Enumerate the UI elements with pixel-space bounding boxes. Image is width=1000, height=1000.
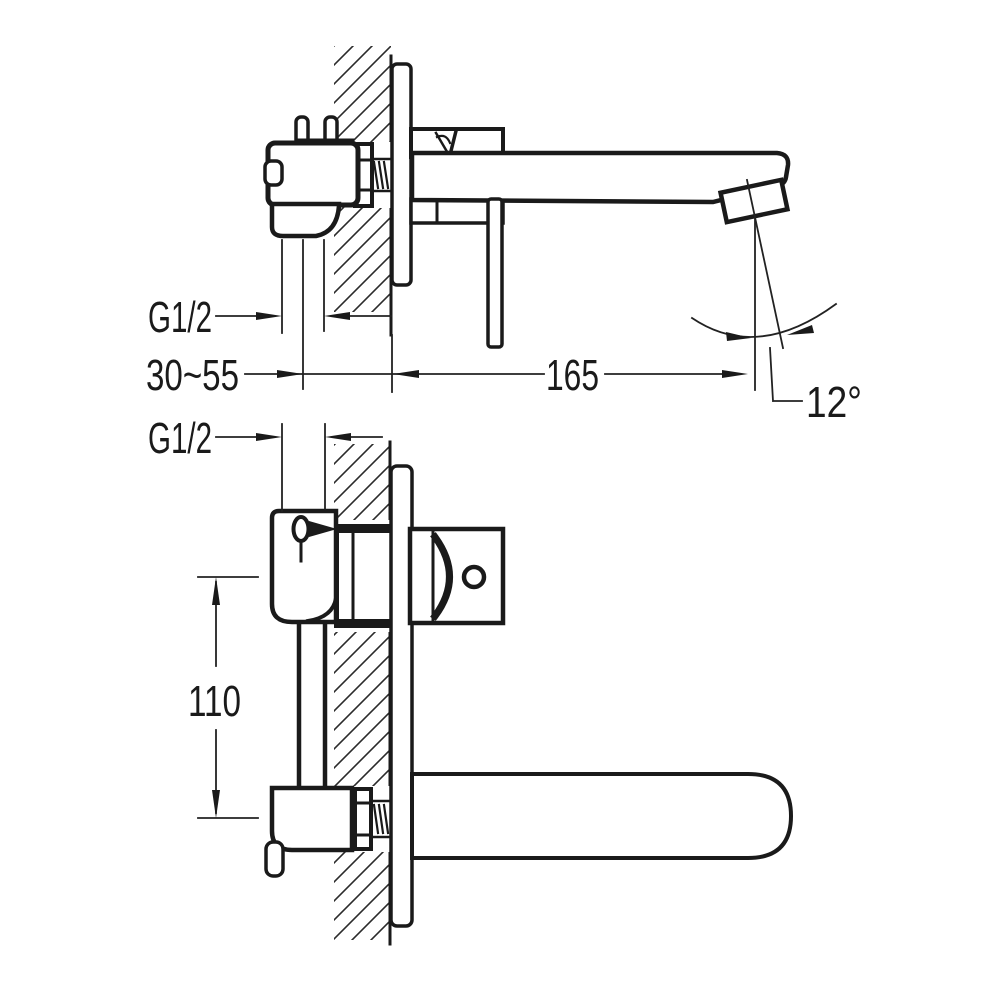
handle-pivot	[291, 515, 311, 543]
mounting-plate-side	[390, 62, 413, 287]
side-view	[215, 46, 838, 402]
arrowhead-icon	[787, 325, 814, 335]
handle-wedge	[309, 521, 337, 537]
handle-lever-side	[486, 197, 504, 349]
dimensions-side-view	[215, 178, 838, 402]
arrowhead-icon	[256, 433, 282, 441]
thread-connection-front	[348, 786, 392, 852]
spout-body-front-lower	[264, 785, 355, 878]
dimensions-front-view	[197, 423, 383, 819]
body-foot-tab	[264, 840, 285, 878]
label-thread-size-front: G1/2	[148, 414, 212, 463]
arrowhead-icon	[393, 370, 419, 378]
thread-hatch-icon	[372, 160, 390, 190]
dimension-ticks	[197, 576, 259, 819]
valve-body-side	[263, 115, 361, 239]
label-thread-size-top: G1/2	[148, 293, 212, 342]
dimension-labels: G1/2 30~55 165 12° G1/2 110	[146, 293, 862, 726]
extension-lines	[281, 423, 326, 512]
cartridge-stem	[334, 520, 391, 632]
aerator-tip	[717, 177, 791, 225]
valve-body-front-upper	[269, 508, 339, 625]
angle-arc	[690, 302, 838, 338]
cartridge-dome	[430, 532, 453, 621]
body-lower-housing	[269, 201, 342, 239]
arrowhead-icon	[212, 790, 220, 818]
cartridge-screw-hole	[461, 564, 487, 590]
front-view	[197, 423, 794, 946]
connecting-pipe	[296, 617, 328, 793]
angle-reference-slant	[745, 178, 785, 350]
arrowhead-icon	[212, 577, 220, 605]
arrowhead-icon	[277, 370, 303, 378]
spout-front	[410, 772, 794, 860]
extension-lines	[281, 239, 325, 390]
label-center-distance: 110	[188, 677, 241, 726]
arrowhead-icon	[325, 433, 351, 441]
arrowhead-icon	[256, 312, 282, 320]
cartridge-housing	[407, 526, 506, 626]
wall-hatch-front	[334, 444, 390, 940]
label-spout-reach: 165	[546, 351, 599, 400]
arrowhead-icon	[324, 312, 350, 320]
body-plug	[263, 159, 284, 187]
mounting-plate-front	[389, 464, 414, 928]
angle-leader-line	[769, 347, 803, 402]
label-depth-range: 30~55	[146, 351, 239, 400]
label-spout-angle: 12°	[806, 378, 862, 427]
arrowhead-icon	[726, 332, 751, 341]
arrowhead-icon	[722, 370, 748, 378]
thread-hatch-icon	[372, 803, 390, 835]
